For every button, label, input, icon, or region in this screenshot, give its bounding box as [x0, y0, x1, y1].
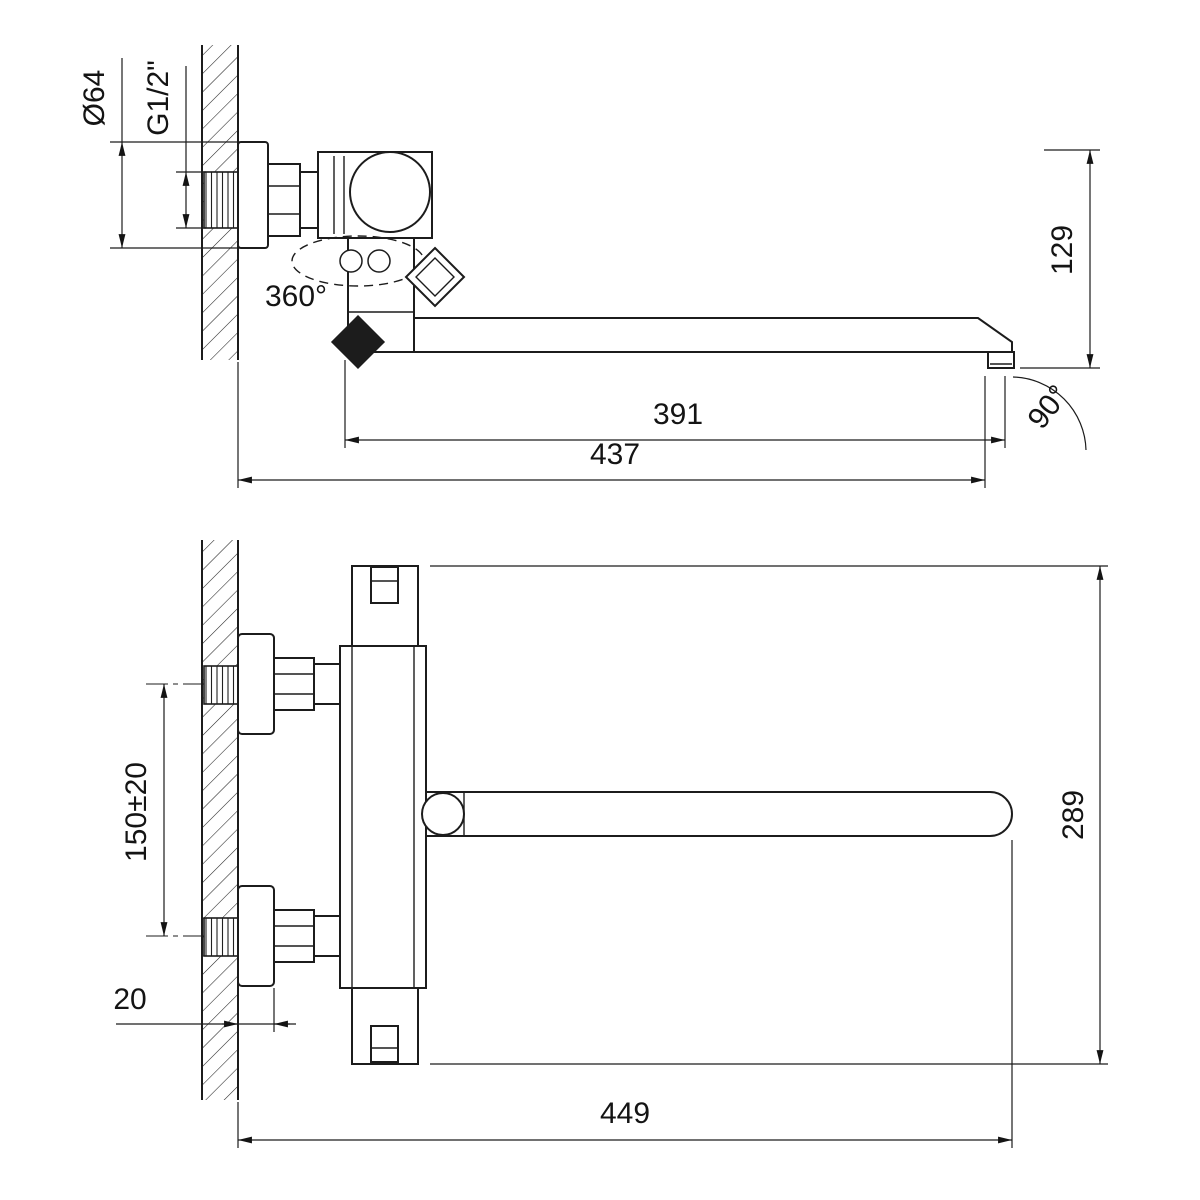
swivel-indicator [291, 235, 425, 287]
dim-thread-size: G1/2" [142, 60, 206, 229]
inlet-thread-side [203, 171, 239, 229]
valve-body-side [317, 151, 433, 239]
dim-flange-diameter: Ø64 [78, 58, 252, 249]
dim-flange-depth: 20 [113, 983, 296, 1032]
dim-overall-reach: 437 [237, 362, 986, 488]
inlet-fitting-top [203, 633, 341, 735]
dim-label-drop-height: 129 [1046, 225, 1079, 275]
spout-pivot [421, 792, 465, 836]
dim-label-spout-reach: 391 [653, 398, 703, 431]
dim-label-outlet-angle: 90° [1022, 379, 1076, 435]
spout-side [413, 317, 1015, 369]
side-view: Ø64 G1/2" 360° 129 90° 39 [78, 45, 1100, 488]
dim-label-thread-size: G1/2" [142, 60, 175, 136]
lever-handle [330, 314, 386, 370]
temperature-knob [349, 151, 431, 233]
spout-front [421, 791, 1013, 837]
dim-outlet-angle: 90° [1012, 376, 1087, 451]
dim-overall-width: 449 [237, 840, 1013, 1148]
inlet-fitting-bottom [203, 885, 341, 987]
connection-nut-side [267, 163, 319, 237]
front-view: 150±20 20 289 449 [113, 540, 1108, 1148]
dim-inlet-spacing: 150±20 [120, 684, 168, 936]
mixer-body-front [339, 565, 427, 1065]
dim-label-flange-depth: 20 [113, 983, 146, 1016]
wall-section-front [201, 540, 239, 1100]
dim-drop-height: 129 [1020, 149, 1100, 369]
dim-label-overall-width: 449 [600, 1097, 650, 1130]
dim-label-swivel-angle: 360° [265, 280, 327, 313]
dim-label-inlet-spacing: 150±20 [120, 762, 153, 862]
dim-overall-height: 289 [430, 565, 1108, 1065]
dim-spout-reach: 391 [344, 360, 1006, 448]
dim-label-flange-diameter: Ø64 [78, 70, 111, 127]
spout-outlet [987, 351, 1015, 369]
dim-label-overall-height: 289 [1057, 790, 1090, 840]
dim-label-overall-reach: 437 [590, 438, 640, 471]
escutcheon-side [237, 141, 269, 249]
diverter-knob [404, 246, 466, 308]
